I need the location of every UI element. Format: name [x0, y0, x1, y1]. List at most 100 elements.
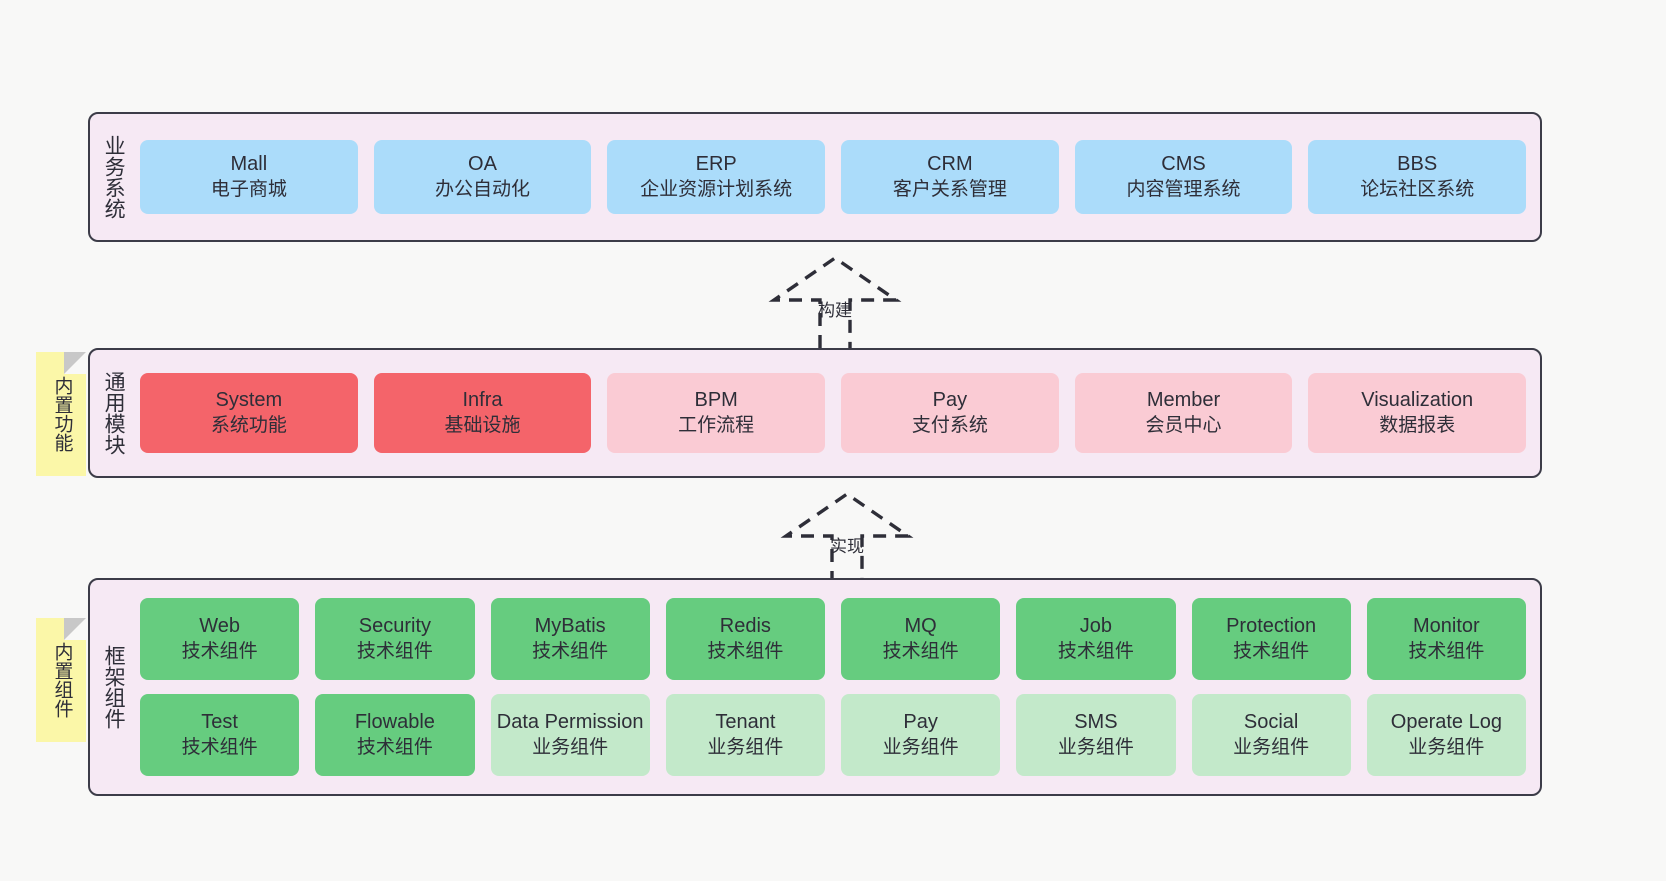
tile-crm[interactable]: CRM 客户关系管理	[841, 140, 1059, 214]
tile-subtitle: 技术组件	[1057, 640, 1134, 662]
tile-subtitle: 技术组件	[1233, 640, 1310, 662]
tile-title: CRM	[927, 153, 973, 176]
tile-title: Operate Log	[1390, 711, 1502, 734]
tile-title: Social	[1243, 711, 1299, 734]
tile-monitor[interactable]: Monitor 技术组件	[1366, 598, 1526, 680]
tile-subtitle: 技术组件	[707, 640, 784, 662]
tile-subtitle: 业务组件	[532, 736, 609, 758]
tile-visualization[interactable]: Visualization 数据报表	[1308, 373, 1527, 453]
tile-title: Redis	[719, 615, 771, 638]
note-label: 内置功能	[51, 376, 73, 452]
tile-subtitle: 业务组件	[1408, 736, 1485, 758]
arrow-shape-icon	[780, 491, 914, 584]
tile-pay-module[interactable]: Pay 支付系统	[841, 373, 1059, 453]
tile-title: MQ	[904, 615, 937, 638]
layer-business-systems: 业务系统 Mall 电子商城 OA 办公自动化 ERP 企业资源计划系统 CRM…	[88, 112, 1542, 242]
tile-pay-component[interactable]: Pay 业务组件	[841, 694, 1001, 776]
tile-title: Job	[1079, 615, 1112, 638]
tile-social[interactable]: Social 业务组件	[1191, 694, 1351, 776]
generalization-arrow-build: 构建	[760, 255, 910, 348]
tile-title: Web	[199, 615, 240, 638]
tile-subtitle: 业务组件	[882, 736, 959, 758]
tile-row: Test 技术组件 Flowable 技术组件 Data Permission …	[140, 694, 1526, 776]
tile-row: Mall 电子商城 OA 办公自动化 ERP 企业资源计划系统 CRM 客户关系…	[140, 140, 1527, 214]
tile-subtitle: 电子商城	[210, 178, 287, 200]
tile-title: Visualization	[1361, 389, 1474, 412]
tile-title: Flowable	[354, 711, 435, 734]
tile-subtitle: 技术组件	[356, 736, 433, 758]
tile-title: Test	[201, 711, 238, 734]
tile-title: SMS	[1074, 711, 1118, 734]
layer-common-modules: 通用模块 System 系统功能 Infra 基础设施 BPM 工作流程 Pay…	[88, 348, 1542, 478]
tile-protection[interactable]: Protection 技术组件	[1191, 598, 1351, 680]
layer-title-modules: 通用模块	[102, 371, 126, 455]
layer-body-modules: System 系统功能 Infra 基础设施 BPM 工作流程 Pay 支付系统…	[136, 350, 1540, 476]
tile-title: System	[215, 389, 283, 412]
tile-subtitle: 会员中心	[1145, 414, 1222, 436]
tile-subtitle: 技术组件	[356, 640, 433, 662]
tile-subtitle: 技术组件	[181, 736, 258, 758]
generalization-arrow-implement: 实现	[772, 491, 922, 584]
tile-sms[interactable]: SMS 业务组件	[1016, 694, 1176, 776]
arrow-label-implement: 实现	[830, 537, 864, 556]
tile-erp[interactable]: ERP 企业资源计划系统	[607, 140, 826, 214]
note-label: 内置组件	[51, 642, 73, 718]
tile-row: System 系统功能 Infra 基础设施 BPM 工作流程 Pay 支付系统…	[140, 373, 1527, 453]
tile-title: Monitor	[1413, 615, 1480, 638]
tile-web[interactable]: Web 技术组件	[140, 598, 300, 680]
tile-title: Infra	[462, 389, 503, 412]
tile-subtitle: 业务组件	[1233, 736, 1310, 758]
tile-title: Pay	[903, 711, 938, 734]
tile-row: Web 技术组件 Security 技术组件 MyBatis 技术组件 Redi…	[140, 598, 1526, 680]
tile-infra[interactable]: Infra 基础设施	[373, 373, 592, 453]
tile-subtitle: 客户关系管理	[892, 178, 1007, 200]
tile-bbs[interactable]: BBS 论坛社区系统	[1308, 140, 1527, 214]
tile-title: Protection	[1226, 615, 1317, 638]
tile-title: ERP	[695, 153, 737, 176]
tile-data-permission[interactable]: Data Permission 业务组件	[490, 694, 650, 776]
tile-subtitle: 技术组件	[181, 640, 258, 662]
tile-cms[interactable]: CMS 内容管理系统	[1074, 140, 1293, 214]
tile-subtitle: 企业资源计划系统	[640, 178, 793, 200]
tile-flowable[interactable]: Flowable 技术组件	[315, 694, 475, 776]
tile-title: BBS	[1397, 153, 1438, 176]
tile-subtitle: 业务组件	[707, 736, 784, 758]
tile-subtitle: 技术组件	[532, 640, 609, 662]
tile-title: Tenant	[715, 711, 776, 734]
tile-operate-log[interactable]: Operate Log 业务组件	[1366, 694, 1526, 776]
tile-title: CMS	[1161, 153, 1206, 176]
tile-subtitle: 技术组件	[1408, 640, 1485, 662]
tile-member[interactable]: Member 会员中心	[1074, 373, 1293, 453]
layer-title-business: 业务系统	[102, 135, 126, 219]
layer-body-framework: Web 技术组件 Security 技术组件 MyBatis 技术组件 Redi…	[136, 580, 1540, 794]
tile-subtitle: 数据报表	[1379, 414, 1456, 436]
tile-subtitle: 技术组件	[882, 640, 959, 662]
tile-mybatis[interactable]: MyBatis 技术组件	[490, 598, 650, 680]
tile-subtitle: 工作流程	[678, 414, 755, 436]
tile-oa[interactable]: OA 办公自动化	[373, 140, 592, 214]
arrow-label-build: 构建	[818, 301, 852, 320]
tile-subtitle: 办公自动化	[435, 178, 531, 200]
tile-title: Member	[1146, 389, 1221, 412]
tile-redis[interactable]: Redis 技术组件	[665, 598, 825, 680]
tile-title: BPM	[694, 389, 738, 412]
tile-title: MyBatis	[534, 615, 606, 638]
tile-mall[interactable]: Mall 电子商城	[140, 140, 358, 214]
arrow-shape-icon	[768, 255, 902, 348]
tile-system[interactable]: System 系统功能	[140, 373, 358, 453]
tile-security[interactable]: Security 技术组件	[315, 598, 475, 680]
tile-bpm[interactable]: BPM 工作流程	[607, 373, 826, 453]
tile-subtitle: 基础设施	[444, 414, 521, 436]
tile-tenant[interactable]: Tenant 业务组件	[665, 694, 825, 776]
layer-title-framework: 框架组件	[102, 645, 126, 729]
tile-subtitle: 支付系统	[911, 414, 988, 436]
tile-mq[interactable]: MQ 技术组件	[841, 598, 1001, 680]
tile-title: Mall	[230, 153, 268, 176]
tile-title: Security	[358, 615, 431, 638]
tile-title: Data Permission	[496, 711, 644, 734]
tile-job[interactable]: Job 技术组件	[1016, 598, 1176, 680]
tile-test[interactable]: Test 技术组件	[140, 694, 300, 776]
tile-subtitle: 系统功能	[210, 414, 287, 436]
tile-subtitle: 业务组件	[1057, 736, 1134, 758]
